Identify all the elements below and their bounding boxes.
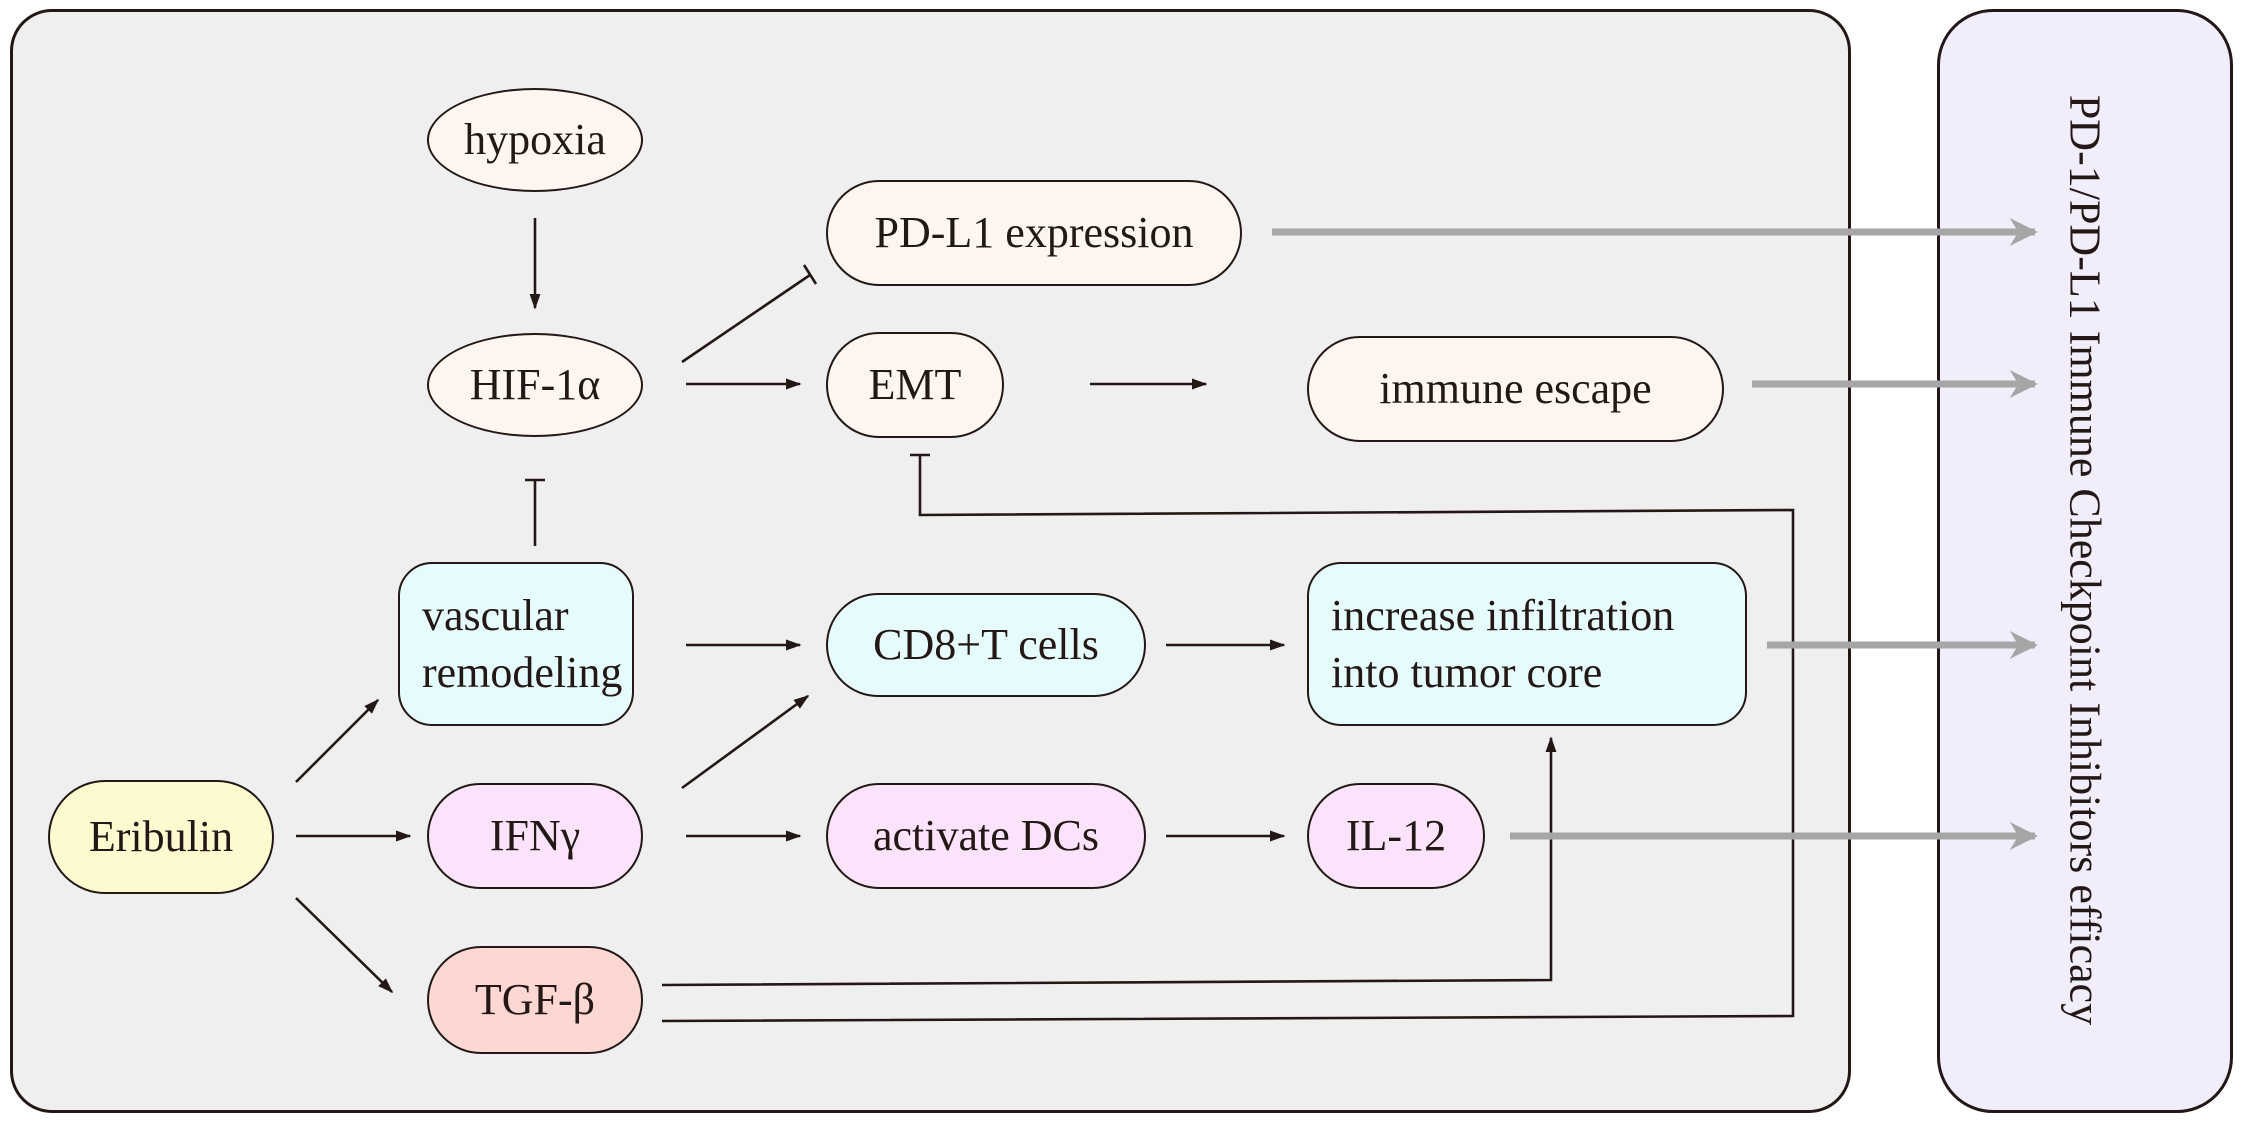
node-infiltration-label-2: into tumor core (1331, 648, 1603, 697)
node-cd8-t-cells: CD8+T cells (826, 593, 1146, 697)
node-cd8-label: CD8+T cells (873, 620, 1099, 670)
node-vascular-label-1: vascular (422, 590, 569, 640)
node-hif1a-label: HIF-1α (469, 360, 601, 410)
node-hypoxia: hypoxia (427, 88, 643, 192)
arrow-eribulin-to-tgfb (295, 897, 394, 994)
node-vascular-remodeling: vascular remodeling (398, 562, 634, 726)
node-eribulin: Eribulin (48, 780, 274, 894)
node-il12: IL-12 (1307, 783, 1485, 889)
node-tgfb-label: TGF-β (474, 975, 596, 1025)
node-vascular-label-2: remodeling (422, 648, 623, 697)
arrow-ifng-to-cd8 (681, 694, 810, 790)
node-hif1a: HIF-1α (427, 333, 643, 437)
node-emt-label: EMT (868, 360, 962, 410)
node-increase-infiltration: increase infiltration into tumor core (1307, 562, 1747, 726)
node-emt: EMT (826, 332, 1004, 438)
arrow-eribulin-to-vascular (295, 698, 380, 783)
node-immune-escape-label: immune escape (1379, 364, 1652, 414)
node-hypoxia-label: hypoxia (464, 115, 606, 165)
efficacy-panel (1937, 9, 2233, 1113)
node-ifng-label: IFNγ (489, 811, 581, 861)
inhibit-hif1a-pdl1 (681, 273, 811, 364)
node-immune-escape: immune escape (1307, 336, 1724, 442)
arrow-tgfb-to-infiltration (661, 736, 1557, 987)
node-infiltration-label-1: increase infiltration (1331, 590, 1675, 640)
node-activate-dcs: activate DCs (826, 783, 1146, 889)
node-il12-label: IL-12 (1345, 811, 1447, 861)
node-activate-dcs-label: activate DCs (872, 811, 1100, 861)
node-pdl1-expression: PD-L1 expression (826, 180, 1242, 286)
node-eribulin-label: Eribulin (88, 812, 234, 862)
node-ifng: IFNγ (427, 783, 643, 889)
inhibit-tgfb-to-emt (661, 455, 1795, 1023)
inhibit-bar-pdl1 (802, 264, 818, 285)
node-tgfb: TGF-β (427, 946, 643, 1054)
node-pdl1-expression-label: PD-L1 expression (874, 208, 1194, 258)
